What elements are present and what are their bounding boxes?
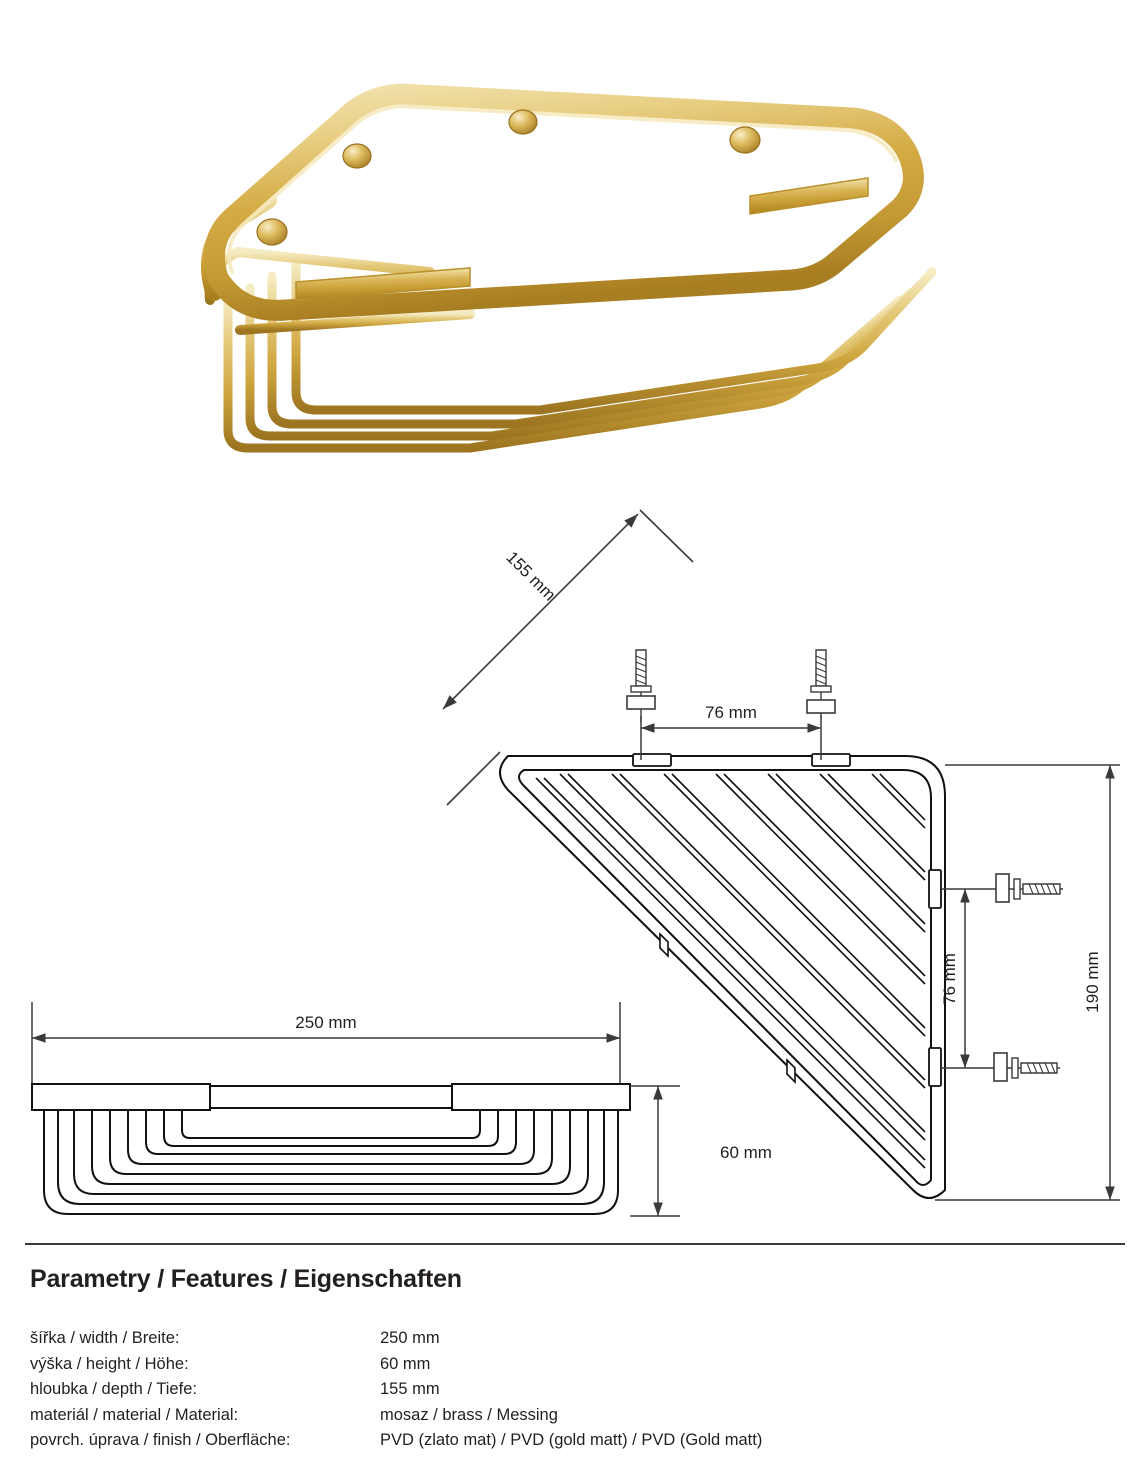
spec-value-width: 250 mm (380, 1329, 440, 1347)
table-row: hloubka / depth / Tiefe: 155 mm (30, 1381, 762, 1407)
table-row: šířka / width / Breite: 250 mm (30, 1330, 762, 1356)
dimension-label-width: 250 mm (295, 1013, 356, 1032)
table-row: materiál / material / Material: mosaz / … (30, 1405, 762, 1433)
basket-bottom-wires (223, 257, 545, 453)
dimension-label-screw-horizontal: 76 mm (705, 703, 757, 722)
section-divider (25, 1243, 1125, 1245)
specifications-heading: Parametry / Features / Eigenschaften (30, 1265, 462, 1293)
spec-value-depth: 155 mm (380, 1380, 440, 1398)
technical-drawings-svg: 155 mm (31, 509, 1120, 1217)
dimension-label-screw-vertical: 76 mm (940, 953, 959, 1005)
plan-view-rib-joints (659, 932, 796, 1084)
plan-view-ribs (535, 773, 926, 1169)
spec-label-finish: povrch. úprava / finish / Oberfläche: (30, 1431, 291, 1449)
mounting-knobs (256, 109, 761, 246)
product-photo (0, 0, 1148, 490)
technical-drawings: 155 mm (0, 490, 1148, 1240)
spec-label-width: šířka / width / Breite: (30, 1329, 180, 1347)
dimension-label-depth: 155 mm (502, 548, 559, 605)
basket-right-lip (749, 177, 869, 215)
plan-view-drawing (499, 755, 946, 1199)
specifications-section: Parametry / Features / Eigenschaften šíř… (0, 1265, 1148, 1458)
spec-value-material: mosaz / brass / Messing (380, 1405, 558, 1424)
dimension-height-60 (630, 1085, 680, 1217)
screw-top-right (806, 649, 836, 718)
spec-value-height: 60 mm (380, 1354, 431, 1373)
screw-right-upper (988, 873, 1063, 903)
spec-label-material: materiál / material / Material: (30, 1405, 239, 1424)
spec-value-finish: PVD (zlato mat) / PVD (gold matt) / PVD … (380, 1431, 763, 1449)
table-row: povrch. úprava / finish / Oberfläche: PV… (30, 1432, 762, 1458)
product-photo-illustration (201, 83, 937, 453)
dimension-depth-155 (442, 509, 694, 806)
plan-view-brackets (632, 753, 942, 1087)
dimension-screw-spacing-horizontal (640, 716, 822, 760)
basket-bottom-wires-right (465, 267, 937, 453)
front-elevation-drawing (31, 1083, 631, 1111)
dimension-screw-spacing-vertical (941, 888, 988, 1069)
table-row: výška / height / Höhe: 60 mm (30, 1354, 762, 1382)
basket-top-rim (203, 83, 924, 321)
spec-label-depth: hloubka / depth / Tiefe: (30, 1380, 197, 1398)
front-elevation-wires (43, 1110, 619, 1215)
screw-right-lower (988, 1052, 1060, 1082)
spec-label-height: výška / height / Höhe: (30, 1354, 189, 1373)
basket-top-rim-highlight (227, 103, 898, 274)
basket-front-lip (295, 267, 471, 301)
specifications-table: šířka / width / Breite: 250 mm výška / h… (30, 1330, 762, 1458)
dimension-label-overall-depth: 190 mm (1083, 951, 1102, 1012)
dimension-depth-190 (935, 764, 1120, 1201)
screw-top-left (626, 649, 656, 722)
dimension-label-height: 60 mm (720, 1143, 772, 1162)
dimension-width-250 (31, 1002, 621, 1090)
